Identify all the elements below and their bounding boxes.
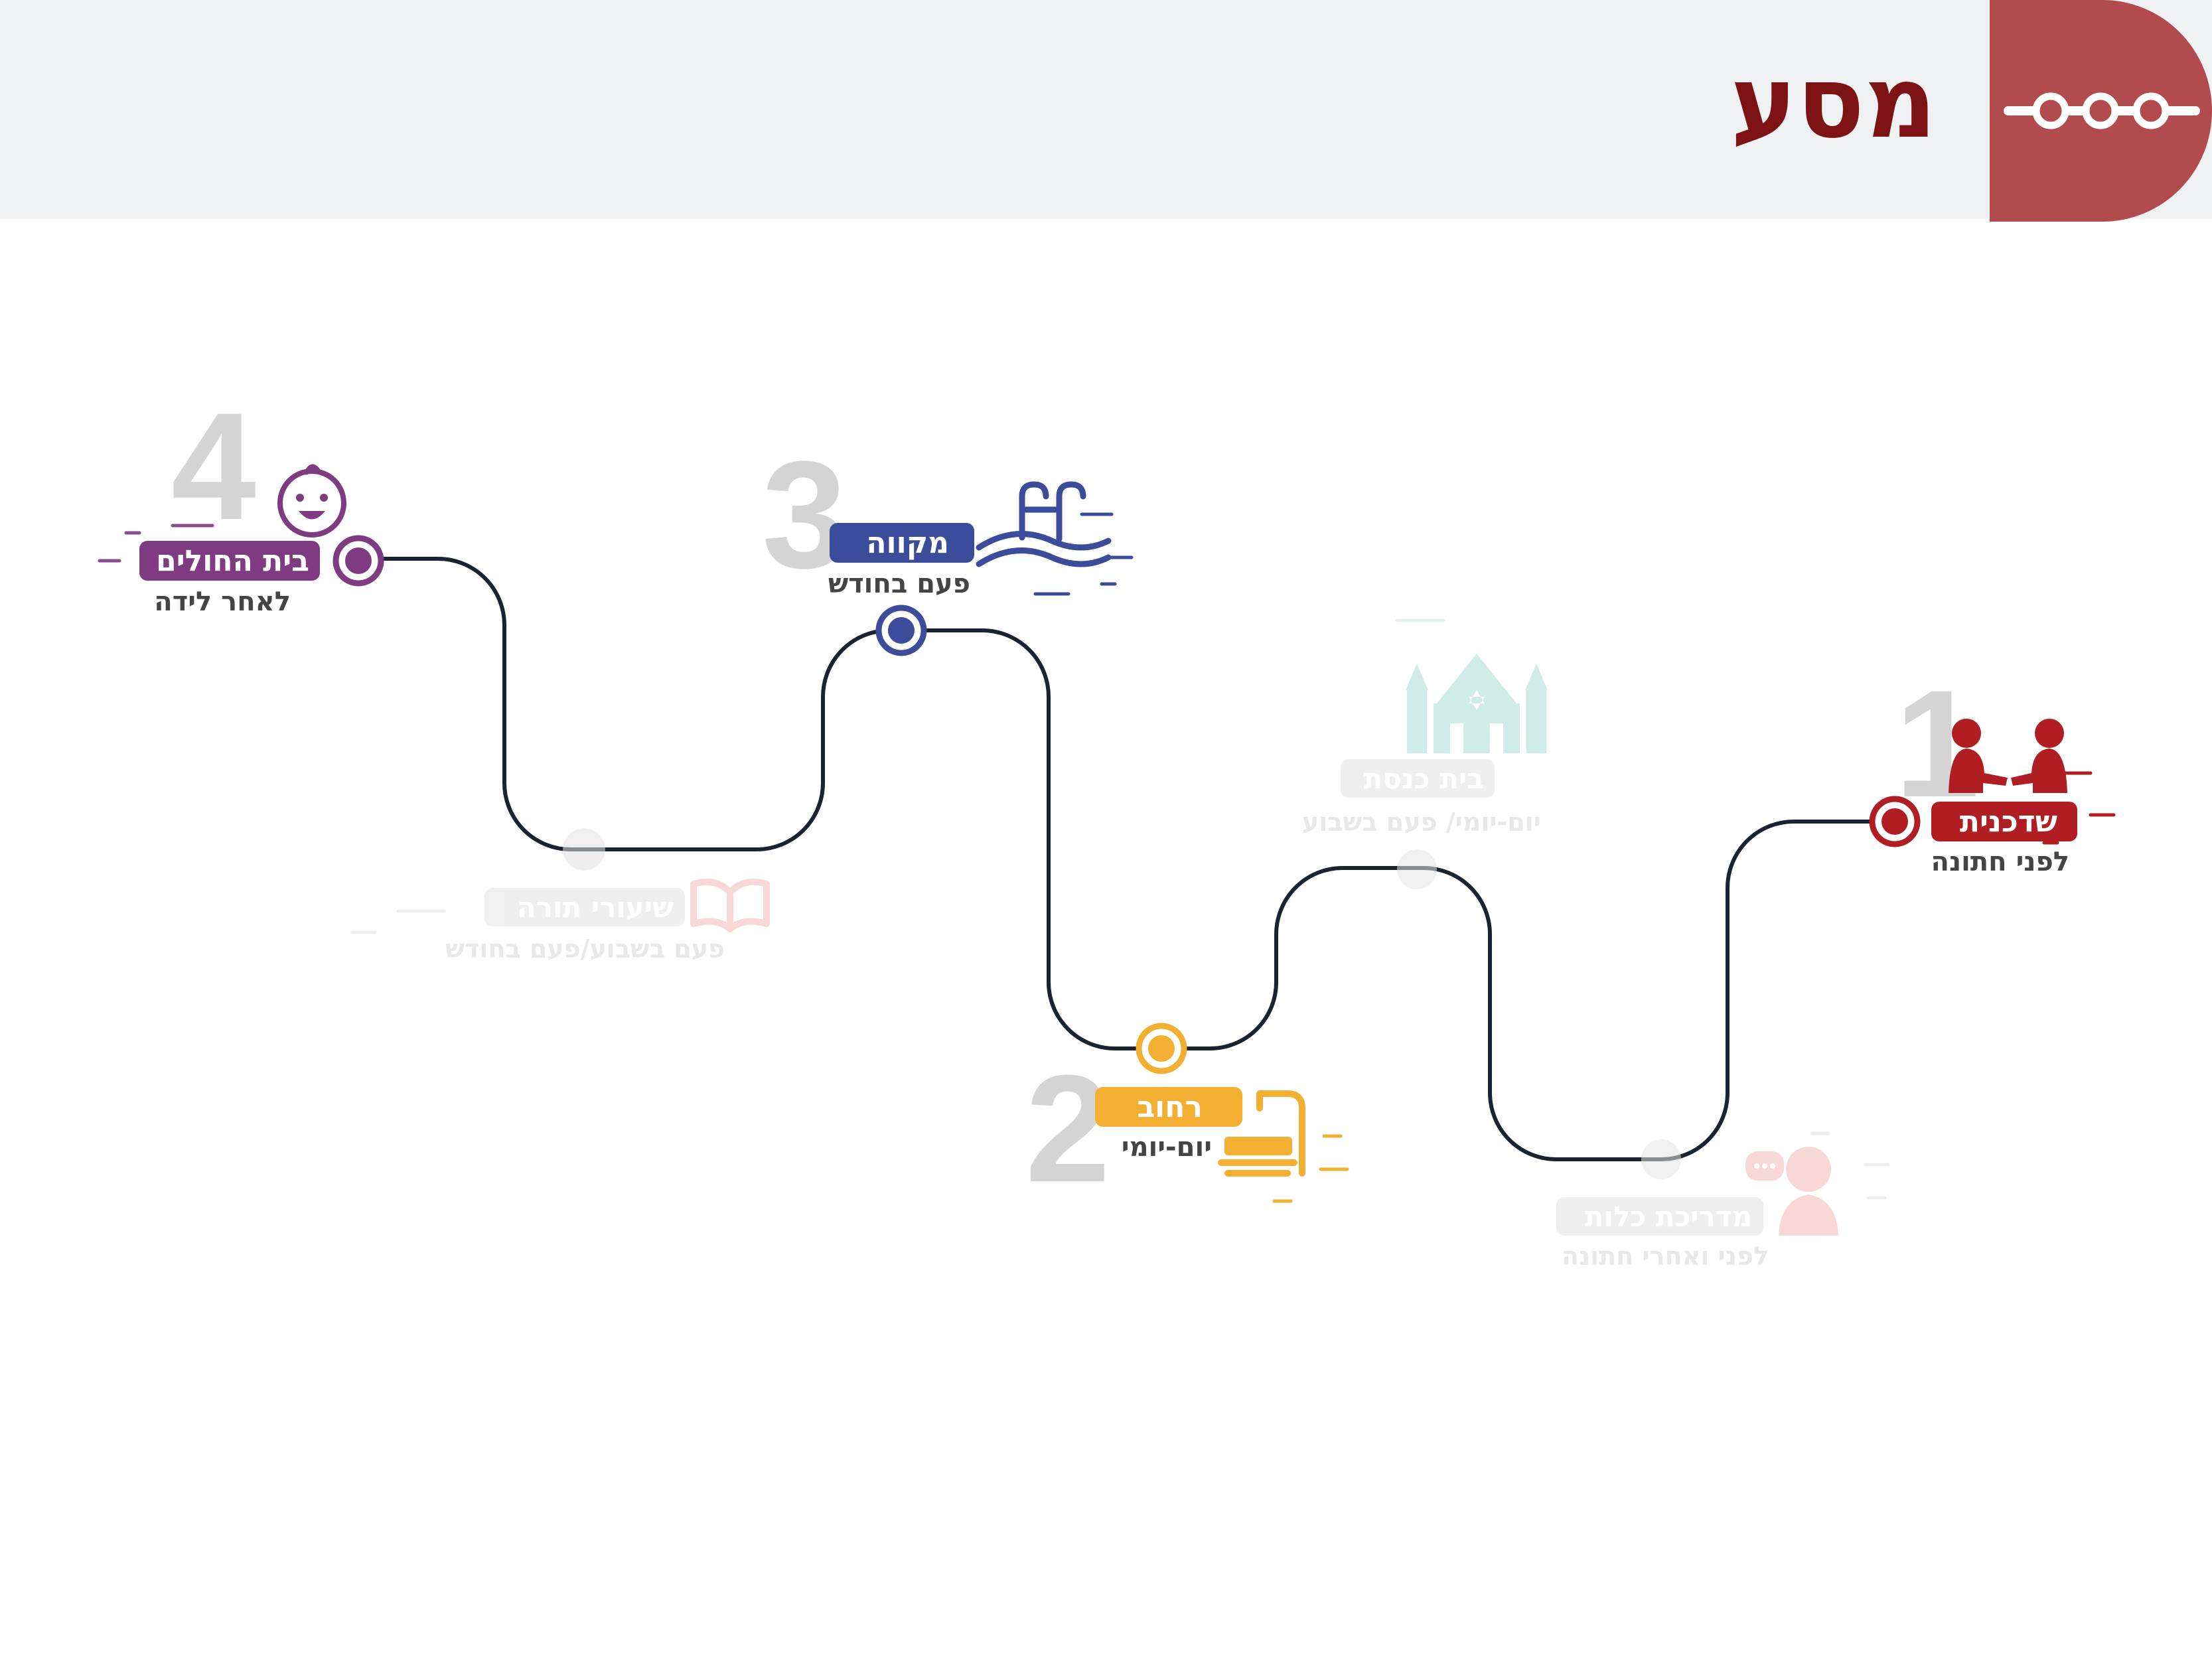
station-synagogue[interactable]: בית כנסת יום-יומי/ פעם בשבוע xyxy=(1302,654,1548,889)
station-4-label: בית החולים xyxy=(156,544,309,578)
pool-icon xyxy=(976,481,1112,567)
station-5-label: בית כנסת xyxy=(1364,762,1484,795)
station-6-dot[interactable] xyxy=(1641,1139,1681,1179)
header-bar: מסע xyxy=(0,0,2212,222)
station-4-number: 4 xyxy=(171,381,256,551)
baby-icon xyxy=(277,464,346,538)
station-6-subtitle: לפני ואחרי חתונה xyxy=(1562,1242,1769,1271)
station-1-label: שדכנית xyxy=(1960,805,2057,839)
station-1-subtitle: לפני חתונה xyxy=(1931,847,2069,877)
station-3-label: מקווה xyxy=(866,526,949,560)
station-hospital[interactable]: 4 בית החולים לאחר לידה xyxy=(139,381,384,617)
station-2-subtitle: יום-יומי xyxy=(1122,1132,1212,1163)
station-2-label: רחוב xyxy=(1137,1090,1203,1124)
page-title: מסע xyxy=(1730,45,1937,161)
station-3-badge xyxy=(830,523,974,563)
station-mikveh[interactable]: 3 מקווה פעם בחודש xyxy=(762,429,1112,656)
synagogue-icon xyxy=(1406,654,1548,753)
station-3-subtitle: פעם בחודש xyxy=(828,569,970,599)
station-6-label: מדריכת כלות xyxy=(1585,1200,1752,1233)
station-1-badge xyxy=(1931,802,2077,841)
bench-icon xyxy=(1218,1090,1305,1177)
station-3-number: 3 xyxy=(762,429,847,600)
journey-logo-icon xyxy=(1990,0,2212,222)
station-bride-counselor[interactable]: מדריכת כלות לפני ואחרי חתונה xyxy=(1556,1139,1838,1271)
station-4-badge xyxy=(139,541,320,581)
station-4-subtitle: לאחר לידה xyxy=(154,587,291,617)
station-5-dot[interactable] xyxy=(1397,849,1437,889)
station-7-dot[interactable] xyxy=(563,828,605,871)
station-street[interactable]: 2 רחוב יום-יומי xyxy=(1025,1023,1305,1214)
counselor-icon xyxy=(1745,1147,1838,1236)
station-2-number: 2 xyxy=(1025,1043,1110,1214)
station-2-badge xyxy=(1095,1087,1242,1127)
station-torah-lessons[interactable]: שיעורי תורה פעם בשבוע/פעם בחודש xyxy=(445,828,770,964)
book-icon xyxy=(690,879,770,932)
station-6-badge xyxy=(1556,1197,1763,1236)
station-7-badge xyxy=(484,888,685,926)
station-matchmaker[interactable]: 1 שדכנית לפני חתונה xyxy=(1869,658,2077,877)
matchmaker-icon xyxy=(1949,719,2067,793)
station-5-subtitle: יום-יומי/ פעם בשבוע xyxy=(1302,808,1541,837)
station-7-subtitle: פעם בשבוע/פעם בחודש xyxy=(445,934,725,964)
station-7-label: שיעורי תורה xyxy=(517,891,674,924)
station-5-badge xyxy=(1341,759,1495,798)
